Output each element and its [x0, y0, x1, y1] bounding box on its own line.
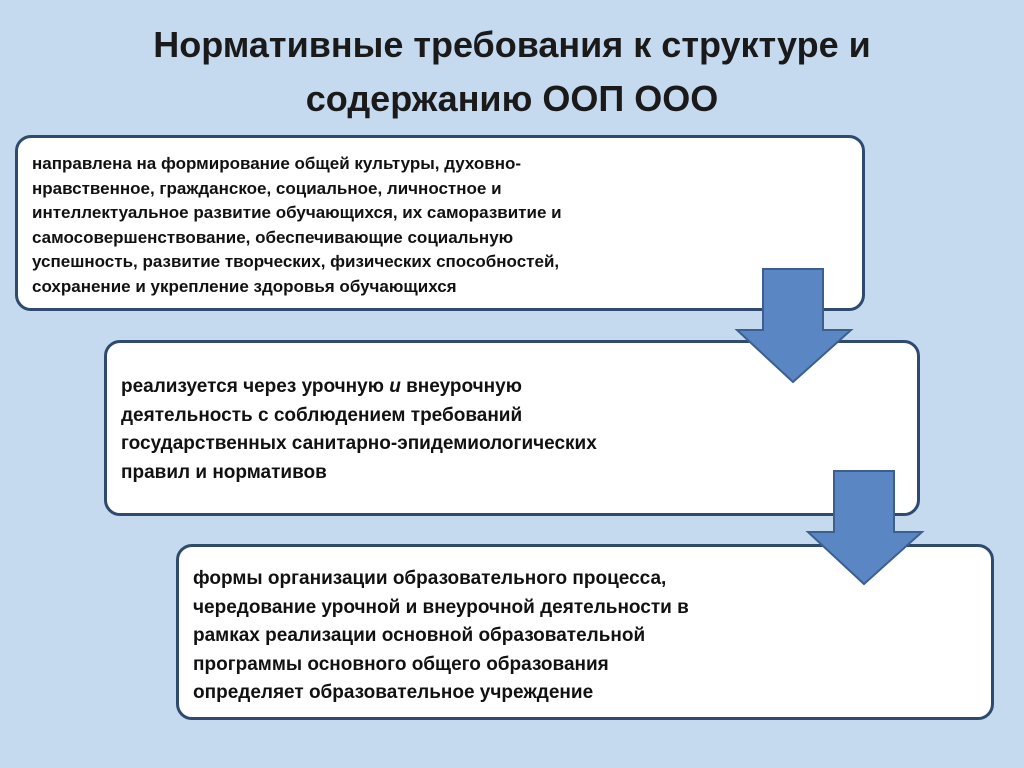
box2-line-4: правил и нормативов [121, 461, 327, 483]
box3-line-3: рамках реализации основной образовательн… [193, 625, 646, 646]
box3-line-4: программы основного общего образования [193, 653, 609, 675]
box2-line-1: реализуется через урочную и внеурочную [121, 373, 903, 402]
title-line-1: Нормативные требования к структуре и [153, 24, 871, 65]
box1-line-2: нравственное, гражданское, социальное, л… [32, 178, 502, 198]
box2-line-2: деятельность с соблюдением требований [121, 404, 523, 426]
box2-line-3: государственных санитарно-эпидемиологиче… [121, 433, 597, 454]
box2-italic-word: и [389, 376, 401, 397]
arrow-down-icon-2 [805, 470, 925, 586]
box2-line-1-end: внеурочную [400, 376, 522, 397]
arrow-down-shape-2 [805, 470, 925, 586]
box1-line-3: интеллектуальное развитие обучающихся, и… [32, 203, 562, 222]
title-line-2: содержанию ООП ООО [305, 78, 719, 119]
arrow-down-icon-1 [734, 268, 854, 384]
box1-line-6: сохранение и укрепление здоровья обучающ… [32, 276, 457, 296]
box1-line-1: направлена на формирование общей культур… [32, 154, 522, 173]
page-title: Нормативные требования к структуре и сод… [40, 18, 984, 126]
box3-line-1: формы организации образовательного проце… [193, 568, 667, 589]
requirement-box-1: направлена на формирование общей культур… [15, 135, 865, 311]
box1-line-4: самосовершенствование, обеспечивающие со… [32, 227, 514, 247]
arrow-down-shape-1 [734, 268, 854, 384]
box3-line-2: чередование урочной и внеурочной деятель… [193, 596, 689, 618]
box3-line-5: определяет образовательное учреждение [193, 682, 594, 703]
box2-line-1-start: реализуется через урочную [121, 376, 390, 397]
box1-line-5: успешность, развитие творческих, физичес… [32, 252, 560, 271]
